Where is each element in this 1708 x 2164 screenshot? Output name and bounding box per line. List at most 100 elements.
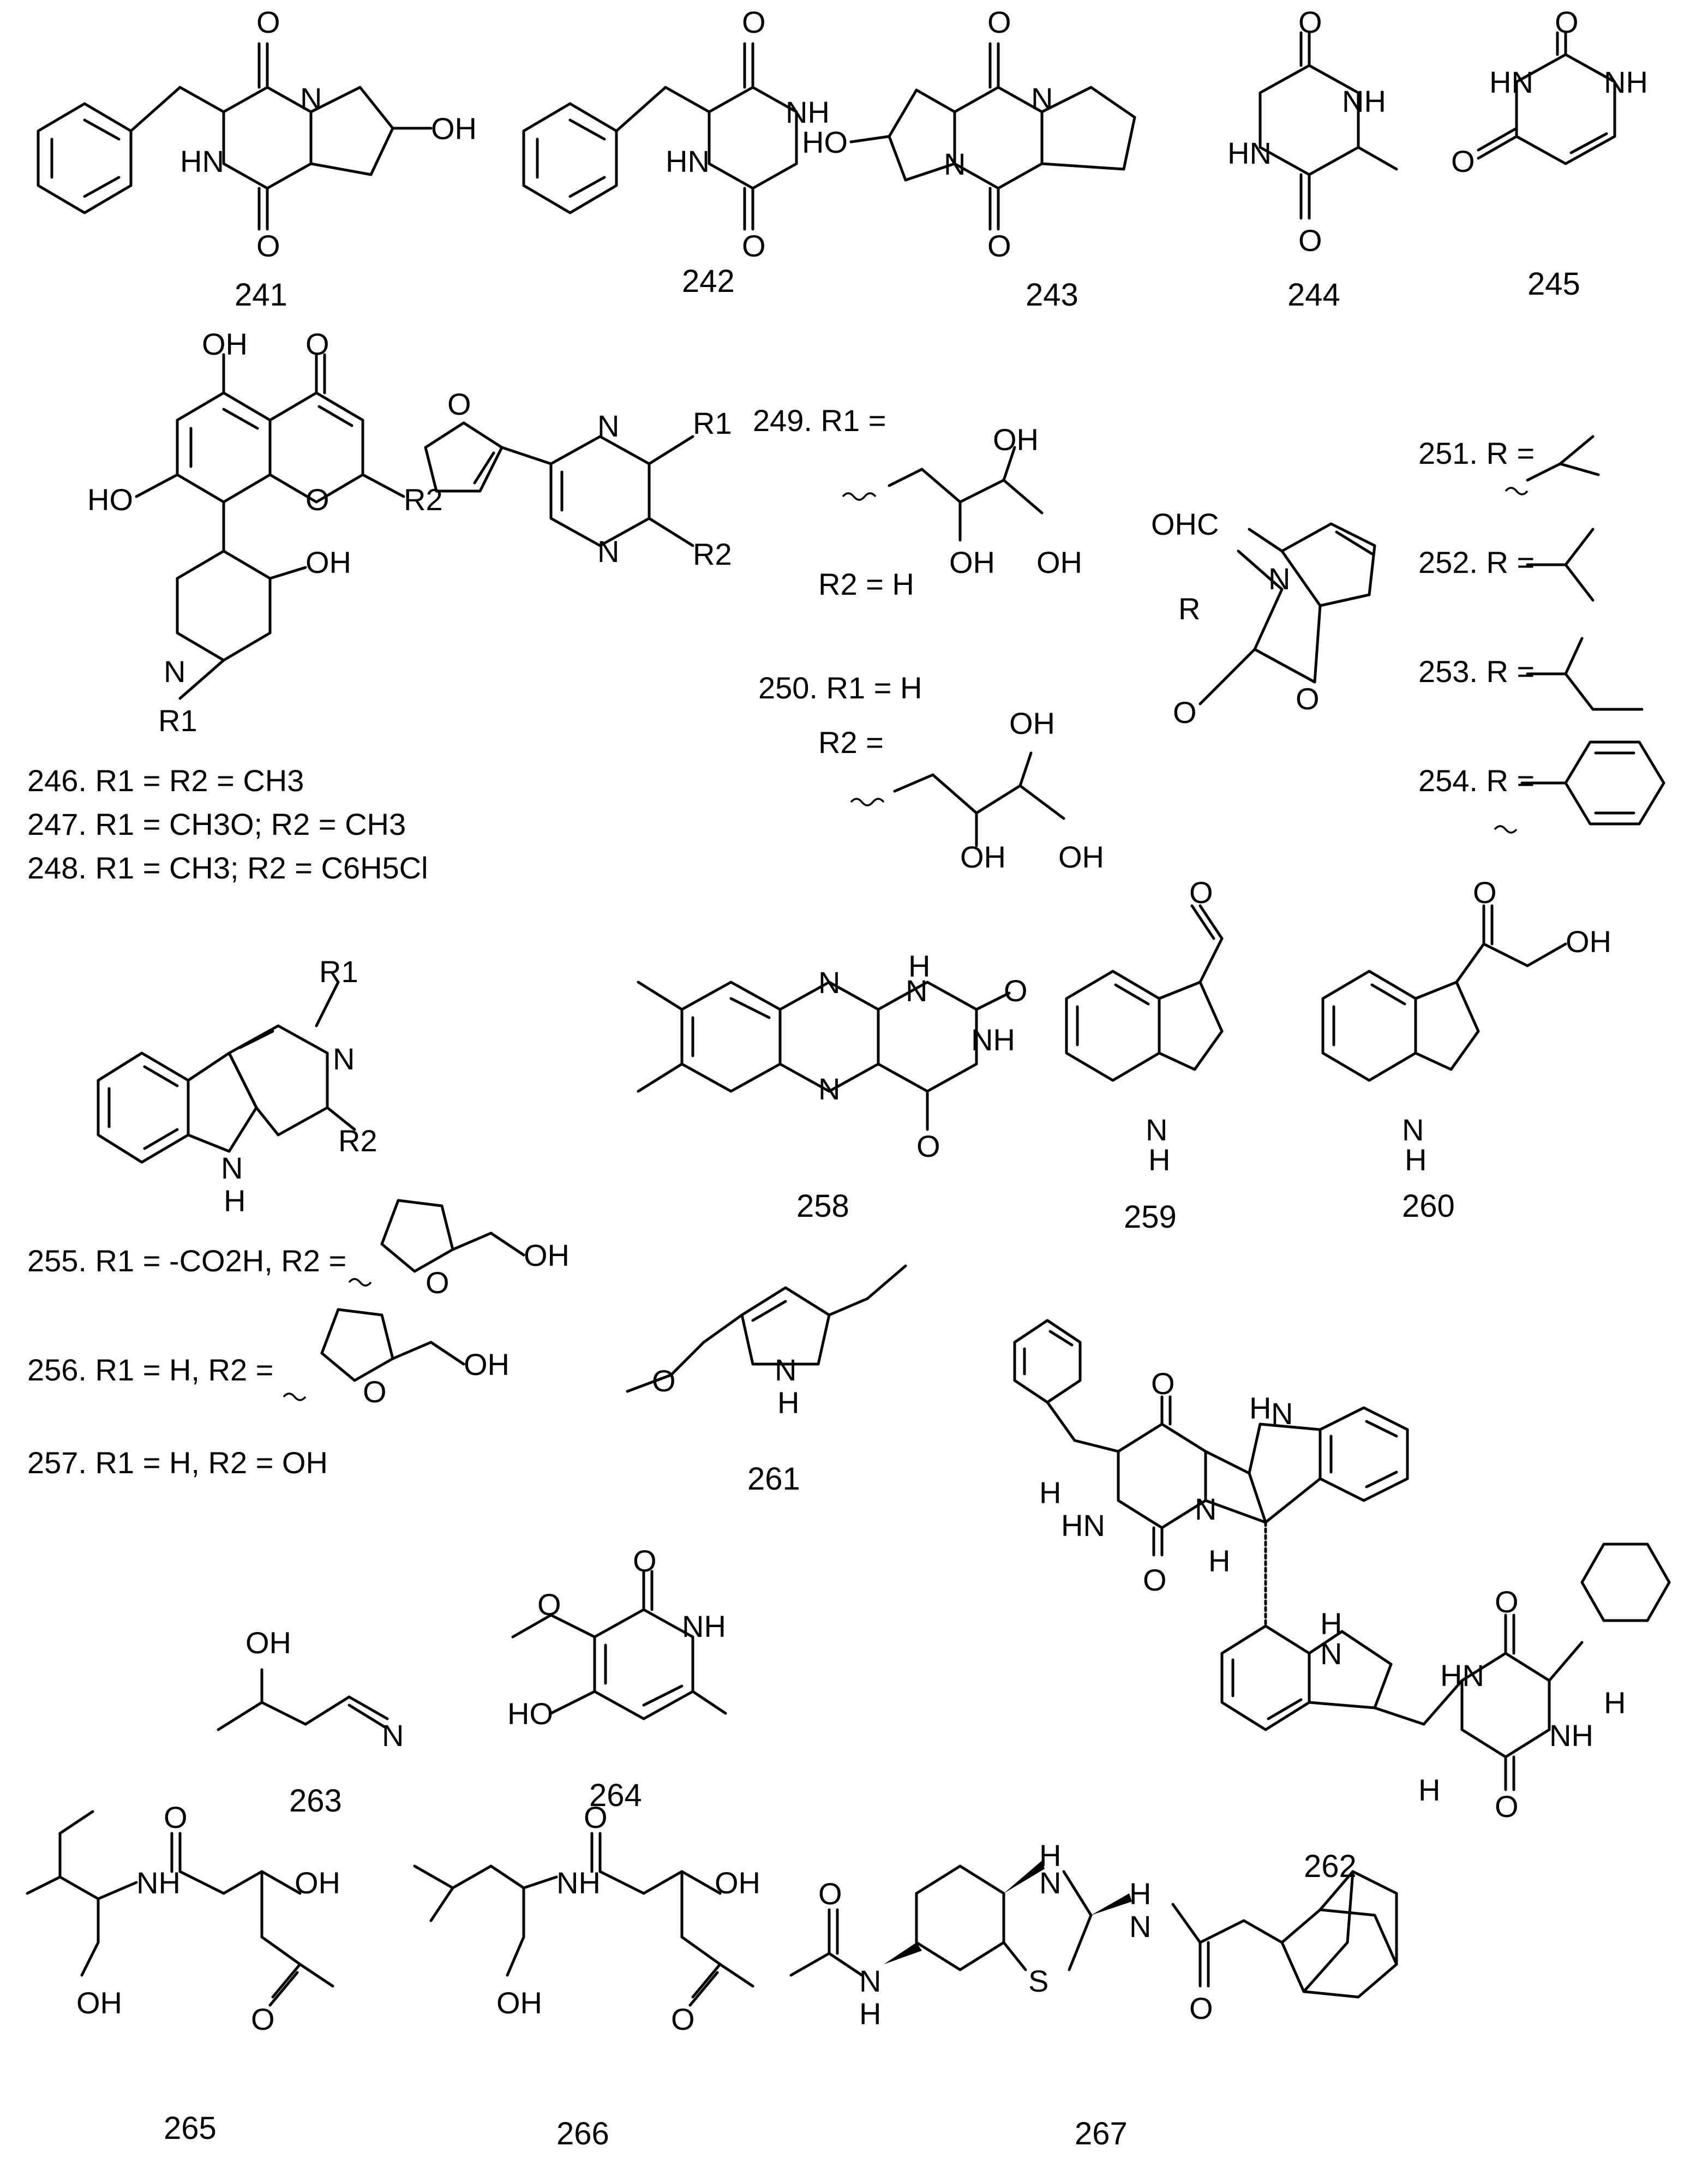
atom-O: O	[916, 1129, 940, 1163]
atom-NH: NH	[556, 1866, 601, 1900]
atom-O: O	[305, 482, 329, 517]
definition-253: 253. R =	[1418, 654, 1535, 689]
compound-number-258: 258	[796, 1188, 849, 1224]
definition-248: 248. R1 = CH3; R2 = C6H5Cl	[27, 851, 428, 885]
atom-O: O	[1298, 5, 1322, 39]
atom-H: H	[1249, 1391, 1271, 1425]
compound-number-262: 262	[1304, 1849, 1357, 1884]
structure-262	[1013, 1319, 1671, 1791]
definition-247: 247. R1 = CH3O; R2 = CH3	[27, 807, 406, 841]
atom-N: N	[1195, 1492, 1216, 1526]
atom-N: N	[1146, 1113, 1167, 1147]
atom-N: N	[333, 1042, 355, 1076]
atom-NH: NH	[971, 1023, 1015, 1057]
atom-N: N	[1268, 561, 1290, 596]
compound-number-243: 243	[1026, 277, 1078, 313]
structure-267	[789, 1861, 1398, 1999]
compound-number-245: 245	[1527, 266, 1580, 302]
atom-NH: NH	[786, 95, 830, 129]
structure-246-248	[135, 353, 405, 700]
atom-R1: R1	[693, 406, 732, 440]
atom-N: N	[818, 965, 840, 1000]
atom-O: O	[251, 2002, 275, 2036]
atom-N: N	[775, 1353, 796, 1387]
structure-249-250	[424, 421, 694, 547]
atom-OH: OH	[715, 1866, 760, 1900]
atom-OHC: OHC	[1151, 507, 1219, 541]
atom-O: O	[256, 5, 280, 39]
atom-H: H	[1604, 1685, 1626, 1720]
atom-O: O	[818, 1876, 842, 1911]
atom-O: O	[671, 2002, 695, 2036]
atom-O: O	[742, 229, 766, 263]
definition-256: 256. R1 = H, R2 =	[27, 1353, 273, 1387]
atom-O: O	[1173, 695, 1197, 730]
definition-255: 255. R1 = -CO2H, R2 =	[27, 1244, 346, 1278]
atom-OH: OH	[295, 1866, 340, 1900]
atom-OH: OH	[464, 1347, 510, 1382]
atom-N: N	[597, 409, 619, 443]
atom-S: S	[1028, 1964, 1048, 1998]
atom-O: O	[1189, 875, 1213, 910]
compound-number-265: 265	[164, 2111, 217, 2146]
compound-number-266: 266	[556, 2116, 609, 2151]
atom-N: N	[164, 654, 185, 689]
atom-HO: HO	[507, 1696, 553, 1731]
atom-H: H	[1405, 1143, 1427, 1177]
definition-251: 251. R =	[1418, 436, 1535, 470]
structure-259	[1065, 904, 1224, 1082]
atom-R: R	[1178, 591, 1200, 626]
atom-O: O	[584, 1800, 608, 1834]
side-chain-252	[1526, 528, 1595, 602]
atom-O: O	[1298, 223, 1322, 258]
atom-O: O	[305, 327, 329, 361]
atom-OH: OH	[496, 1986, 542, 2020]
atom-O: O	[742, 5, 766, 39]
atom-H: H	[1148, 1143, 1170, 1177]
atom-HN: HN	[666, 144, 710, 178]
atom-R1: R1	[158, 703, 197, 738]
atom-O: O	[1189, 1991, 1213, 2025]
structure-263	[217, 1668, 389, 1731]
definition-246: 246. R1 = R2 = CH3	[27, 763, 304, 798]
atom-O: O	[537, 1587, 561, 1622]
atom-HN: HN	[180, 144, 224, 178]
atom-N: N	[944, 147, 966, 181]
structure-243	[849, 42, 1136, 231]
atom-OH: OH	[524, 1238, 570, 1272]
atom-OH: OH	[202, 327, 248, 361]
atom-R1: R1	[319, 954, 358, 989]
structure-265	[26, 1810, 334, 2007]
compound-number-261: 261	[747, 1461, 800, 1497]
structure-241	[37, 42, 433, 231]
atom-HN: HN	[1440, 1658, 1484, 1693]
atom-NH: NH	[136, 1866, 181, 1900]
atom-O: O	[1004, 973, 1028, 1008]
structure-244	[1258, 31, 1398, 220]
atom-H: H	[1418, 1773, 1440, 1807]
compound-number-244: 244	[1287, 277, 1340, 313]
atom-O: O	[1143, 1563, 1167, 1597]
atom-H: H	[859, 1996, 881, 2031]
definition-257: 257. R1 = H, R2 = OH	[27, 1445, 328, 1480]
atom-N: N	[597, 534, 619, 569]
atom-R2: R2	[338, 1123, 377, 1158]
compound-number-264: 264	[589, 1778, 642, 1813]
atom-O: O	[633, 1544, 657, 1578]
side-chain-250	[850, 751, 1065, 847]
atom-OH: OH	[960, 840, 1006, 874]
atom-O: O	[1555, 5, 1579, 39]
side-chain-251	[1505, 435, 1600, 495]
atom-OH: OH	[949, 545, 995, 579]
atom-O: O	[425, 1265, 450, 1300]
definition-250-r2: R2 =	[818, 725, 884, 760]
atom-H: H	[908, 949, 930, 983]
atom-N: N	[1129, 1909, 1151, 1944]
structure-260	[1321, 904, 1567, 1082]
atom-H: H	[1039, 1475, 1061, 1510]
atom-N: N	[1320, 1636, 1342, 1671]
structure-264	[511, 1570, 727, 1720]
atom-OH: OH	[1058, 840, 1104, 874]
definition-249-r2: R2 = H	[818, 567, 914, 601]
atom-HN: HN	[1227, 136, 1272, 170]
